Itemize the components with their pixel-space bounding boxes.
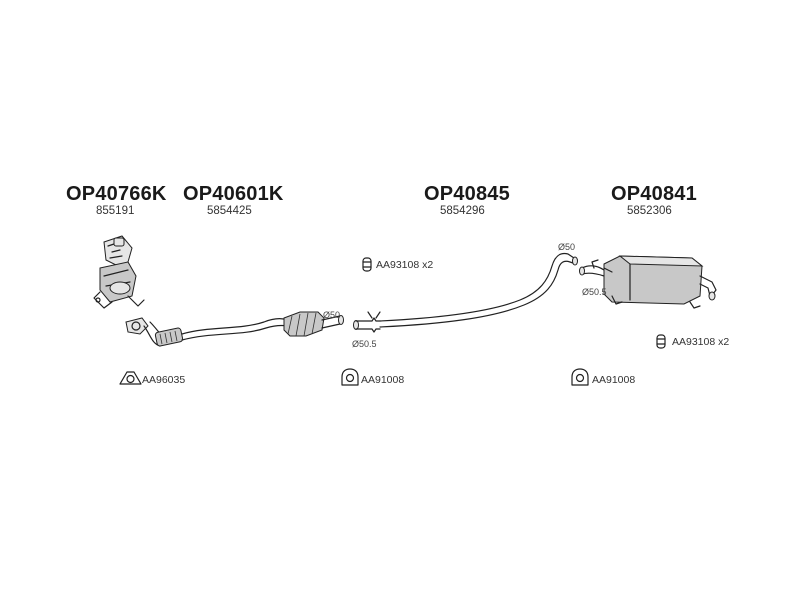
clamp-icon-right xyxy=(656,334,666,349)
dimension-pipe-outlet: Ø50 xyxy=(558,242,576,252)
clamp-label-mid: AA93108 x2 xyxy=(376,259,434,271)
part-ref-5854296: 5854296 xyxy=(440,205,485,217)
part-code-op40841: OP40841 xyxy=(611,183,697,205)
hanger-icon-mid xyxy=(341,368,359,386)
intermediate-pipe-drawing xyxy=(353,252,578,333)
clamp-label-right: AA93108 x2 xyxy=(672,336,730,348)
part-ref-5852306: 5852306 xyxy=(627,205,672,217)
part-code-op40845: OP40845 xyxy=(424,183,510,205)
rear-muffler-drawing xyxy=(579,255,717,309)
hanger-label-mid: AA91008 xyxy=(361,374,405,386)
dimension-pipe-inlet: Ø50.5 xyxy=(352,339,377,349)
hanger-label-right: AA91008 xyxy=(592,374,636,386)
hanger-icon-right xyxy=(571,368,589,386)
dimension-muffler-inlet: Ø50.5 xyxy=(582,287,607,297)
clamp-icon-mid xyxy=(362,257,372,272)
manifold-catalyst-drawing xyxy=(93,235,145,309)
gasket-label: AA96035 xyxy=(142,374,186,386)
part-code-op40601k: OP40601K xyxy=(183,183,284,205)
part-ref-5854425: 5854425 xyxy=(207,205,252,217)
part-ref-855191: 855191 xyxy=(96,205,135,217)
part-code-op40766k: OP40766K xyxy=(66,183,167,205)
front-pipe-catalyst-drawing xyxy=(125,311,344,347)
dimension-cat-outlet: Ø50 xyxy=(323,310,341,320)
gasket-icon xyxy=(119,371,142,385)
